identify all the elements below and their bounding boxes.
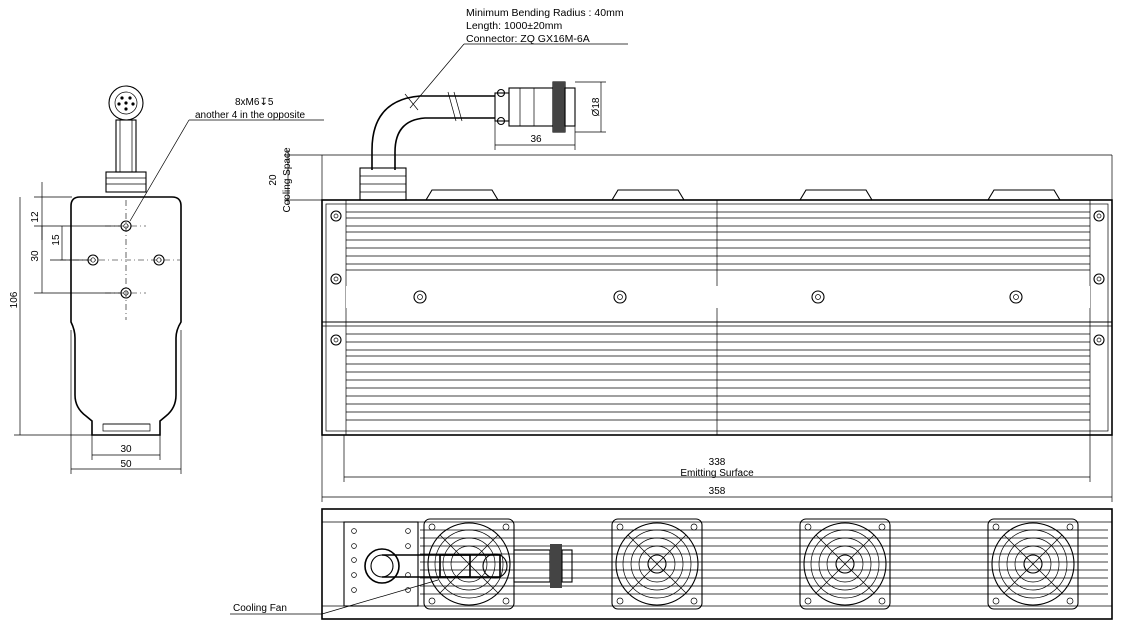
side-connector-pin [120, 96, 124, 100]
side-housing-outline [70, 196, 182, 436]
cable-spec-note: Minimum Bending Radius : 40mm Length: 10… [409, 7, 628, 109]
front-connector-nut [508, 87, 554, 127]
cooling-fan [611, 518, 703, 610]
bottom-cable [382, 554, 471, 578]
dim-overall-length: 358 [709, 486, 726, 497]
dim-30-vertical: 30 [30, 250, 41, 262]
bottom-cable-gland [364, 548, 400, 584]
housing-fins [322, 200, 1112, 435]
side-connector-pin [117, 102, 121, 106]
side-cable [115, 119, 137, 173]
front-connector-body [494, 92, 510, 122]
dim-15: 15 [51, 234, 62, 246]
bottom-connector [513, 549, 551, 583]
cable-note-connector: Connector: ZQ GX16M-6A [466, 33, 590, 45]
cable-note-length: Length: 1000±20mm [466, 20, 562, 32]
emitting-surface-label: Emitting Surface [680, 468, 754, 479]
cooling-space-label: Cooling Space [282, 147, 293, 212]
screw-note-leader [129, 119, 190, 222]
front-cable-lower [394, 117, 495, 170]
bottom-connector-plate [343, 521, 419, 607]
side-connector-inner [114, 91, 138, 115]
side-view: 12 15 30 106 30 50 8xM6↧5 another 4 in t… [9, 85, 324, 474]
top-handle [987, 189, 1061, 201]
top-handle [425, 189, 499, 201]
side-bottom-slot [102, 423, 151, 432]
side-connector-pin [128, 96, 132, 100]
dim-cooling-space-value: 20 [268, 174, 279, 186]
dim-connector-length: 36 [530, 134, 542, 145]
cooling-fan [987, 518, 1079, 610]
top-handle [799, 189, 873, 201]
screw-note-spec: 8xM6↧5 [235, 97, 274, 108]
bottom-fins [420, 529, 1108, 595]
cooling-fan-label: Cooling Fan [233, 603, 287, 614]
side-connector-pin [124, 107, 128, 111]
side-connector-pin [124, 101, 128, 105]
screw-note-opposite: another 4 in the opposite [195, 110, 306, 121]
bottom-view: Cooling Fan [230, 508, 1113, 620]
front-mounting-holes [346, 286, 1090, 308]
front-view: 20 Cooling Space Ø18 36 [268, 81, 1113, 502]
top-handle [611, 189, 685, 201]
dim-emitting-value: 338 [709, 457, 726, 468]
front-corner-screws [330, 210, 1105, 346]
bottom-housing [321, 508, 1113, 620]
dim-106: 106 [9, 291, 20, 308]
dim-connector-diameter: Ø18 [591, 97, 602, 116]
cooling-fan-leader [321, 579, 439, 615]
dim-30-bottom: 30 [120, 444, 132, 455]
cooling-fan [799, 518, 891, 610]
cable-note-leader [409, 43, 465, 109]
front-cable-upper [371, 95, 495, 170]
cable-note-bending-radius: Minimum Bending Radius : 40mm [466, 7, 624, 19]
side-connector-pin [131, 102, 135, 106]
dim-50: 50 [120, 459, 132, 470]
side-cable-gland [105, 171, 147, 193]
dim-12: 12 [30, 211, 41, 223]
